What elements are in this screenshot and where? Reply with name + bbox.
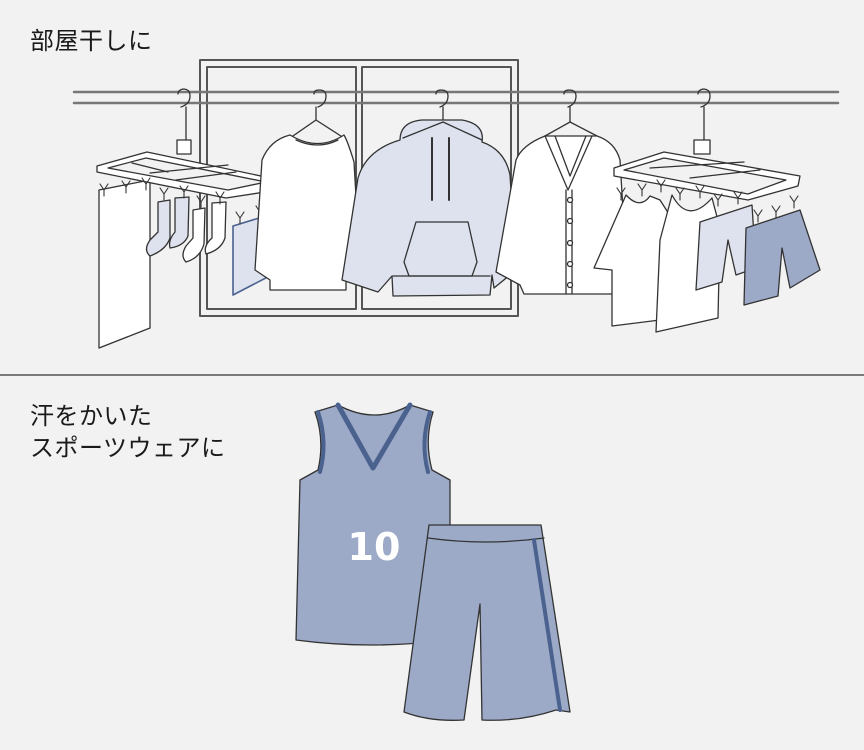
hanging-rod	[72, 90, 840, 105]
sock	[145, 199, 171, 257]
sportswear-caption-line-1: 汗をかいた	[30, 402, 153, 430]
sportswear-caption-line-2: スポーツウェアに	[30, 434, 226, 462]
indoor-drying-caption: 部屋干しに	[30, 27, 153, 55]
towel	[98, 179, 151, 349]
sock	[168, 196, 190, 249]
indoor-drying-panel: 部屋干しに	[0, 0, 864, 374]
boxer-shorts-light	[695, 204, 757, 291]
boxer-shorts-dark	[743, 209, 821, 306]
t-shirt	[593, 194, 675, 327]
hoodie	[341, 89, 517, 297]
sock	[182, 207, 206, 263]
basketball-shorts	[403, 524, 571, 721]
clip-hanger-right	[593, 88, 821, 333]
clip-hanger-left	[96, 88, 286, 349]
jersey-number: 10	[348, 525, 401, 569]
sportswear-caption: 汗をかいた スポーツウェアに	[30, 400, 226, 464]
section-divider	[0, 374, 864, 376]
sock	[204, 201, 227, 255]
basketball-jersey: 10	[295, 402, 451, 646]
sweatshirt	[254, 89, 361, 291]
